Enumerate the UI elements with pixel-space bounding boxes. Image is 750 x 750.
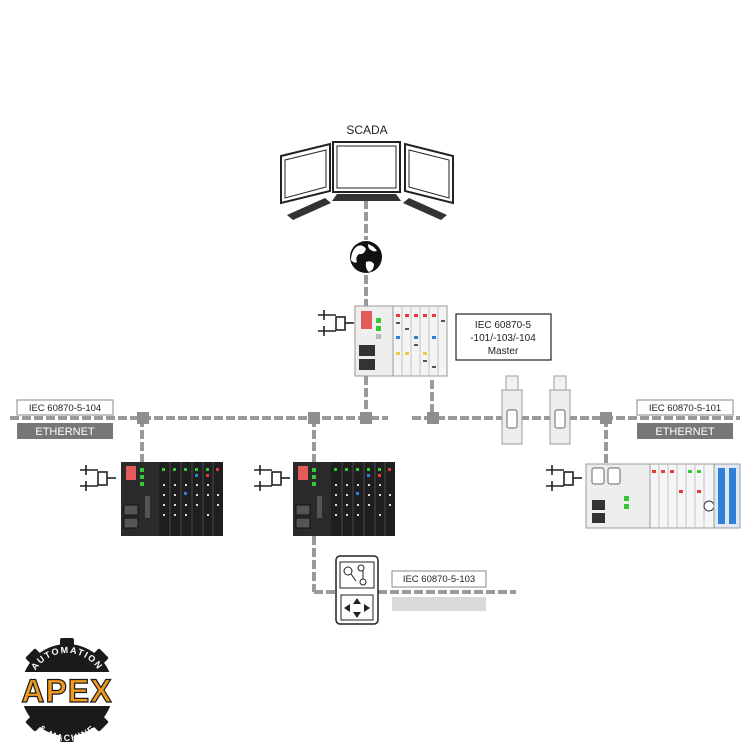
svg-text:IEC 60870-5: IEC 60870-5 — [475, 320, 532, 331]
network-junctions — [137, 412, 612, 424]
svg-text:ETHERNET: ETHERNET — [35, 426, 95, 438]
globe-icon — [350, 241, 382, 273]
left-network-label: IEC 60870-5-104 ETHERNET — [16, 399, 114, 439]
svg-text:Master: Master — [488, 346, 519, 357]
slave-controller-middle — [293, 462, 395, 536]
relay-symbol-master — [318, 310, 354, 336]
svg-text:IEC 60870-5-101: IEC 60870-5-101 — [649, 403, 721, 414]
relay-symbol-middle — [254, 465, 290, 491]
logo-brand-text: APEX — [21, 673, 112, 709]
serial-converter-2 — [549, 375, 571, 445]
svg-text:IEC 60870-5-103: IEC 60870-5-103 — [403, 574, 475, 585]
bottom-network-label: IEC 60870-5-103 — [391, 570, 487, 611]
relay-symbol-right — [546, 465, 582, 491]
svg-text:IEC 60870-5-104: IEC 60870-5-104 — [29, 403, 101, 414]
relay-symbol-left — [80, 465, 116, 491]
hmi-panel — [335, 555, 379, 625]
master-protocol-box: IEC 60870-5 -101/-103/-104 Master — [455, 313, 552, 361]
right-network-label: IEC 60870-5-101 ETHERNET — [636, 399, 734, 439]
svg-text:ETHERNET: ETHERNET — [655, 426, 715, 438]
master-controller — [354, 305, 448, 377]
svg-text:-101/-103/-104: -101/-103/-104 — [470, 333, 536, 344]
scada-label: SCADA — [346, 123, 387, 137]
scada-workstation: SCADA — [280, 123, 454, 220]
serial-converter-1 — [501, 375, 523, 445]
apex-logo: AUTOMATION & MACHINE APEX — [12, 638, 122, 743]
slave-controller-left — [121, 462, 223, 536]
network-lines — [10, 200, 740, 594]
slave-controller-right — [585, 463, 741, 529]
